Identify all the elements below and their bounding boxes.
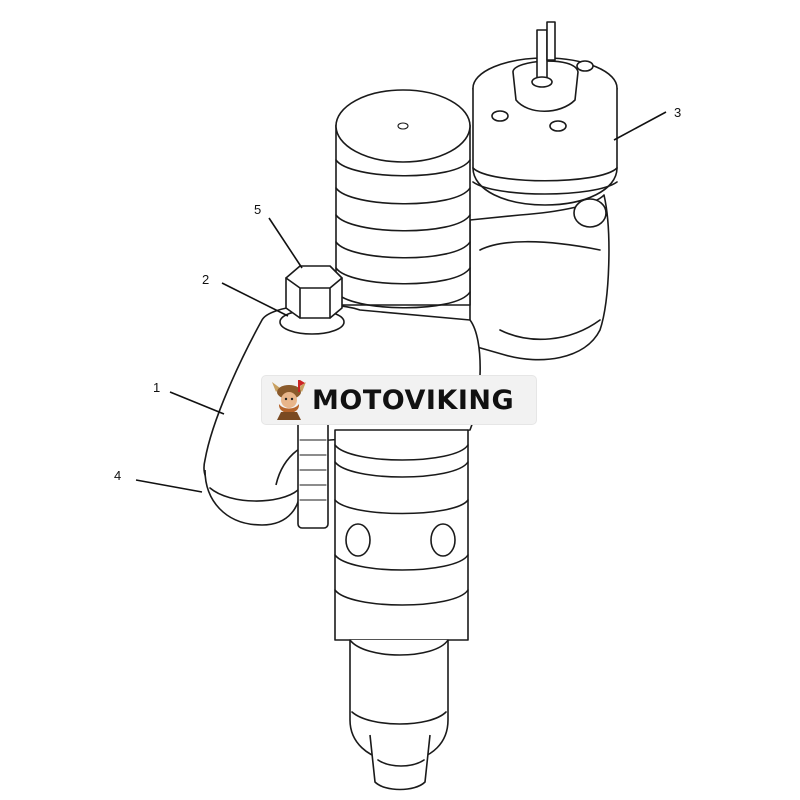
callout-3: 3	[674, 105, 681, 120]
viking-mascot-icon	[272, 380, 306, 420]
leader-line-2	[221, 282, 289, 317]
callout-4: 4	[114, 468, 121, 483]
leader-line-5	[268, 217, 303, 269]
callout-1: 1	[153, 380, 160, 395]
watermark-text: MOTOVIKING	[312, 384, 515, 416]
leader-line-4	[135, 479, 203, 493]
leader-line-1	[169, 391, 225, 415]
hold-down-bolt	[279, 265, 345, 335]
callout-5: 5	[254, 202, 261, 217]
watermark-banner: MOTOVIKING	[262, 376, 536, 424]
injector-body	[334, 429, 469, 791]
callout-leaders	[135, 111, 667, 493]
solenoid-assembly	[469, 21, 618, 361]
spring-stack	[335, 89, 471, 309]
leader-line-3	[613, 111, 667, 141]
callout-2: 2	[202, 272, 209, 287]
